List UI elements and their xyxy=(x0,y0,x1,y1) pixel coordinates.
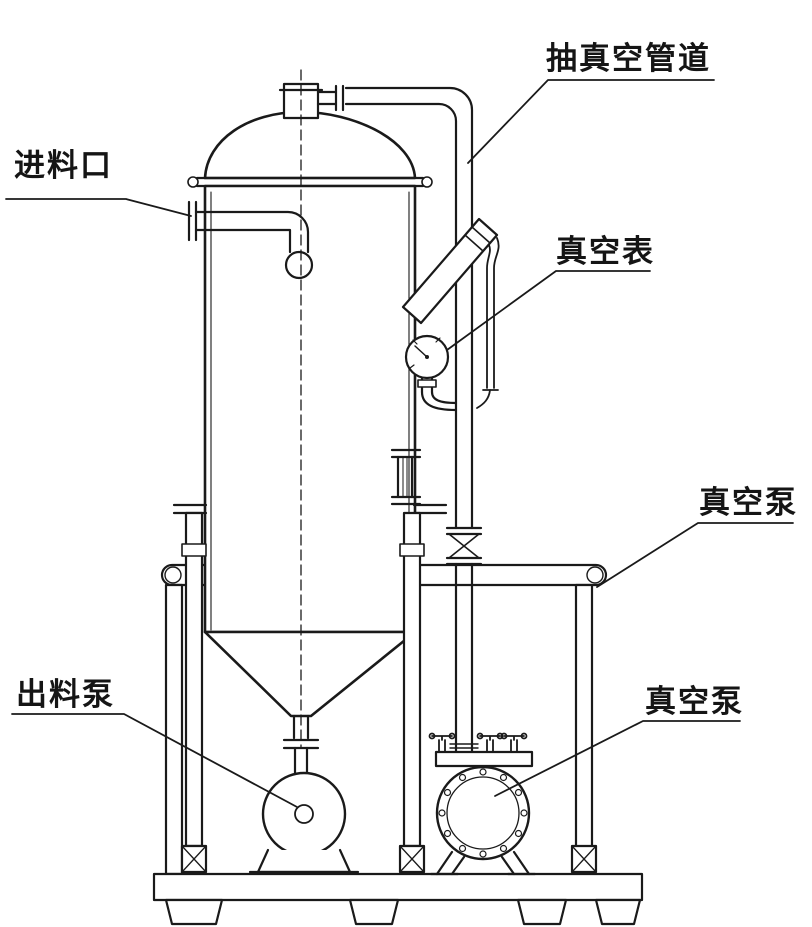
leader-discharge-pump xyxy=(11,713,298,808)
spray-ball xyxy=(284,250,314,280)
label-discharge-pump: 出料泵 xyxy=(16,677,115,712)
tank xyxy=(187,110,433,718)
tank-dome xyxy=(203,110,417,180)
base-feet xyxy=(164,898,642,926)
sight-glass xyxy=(390,448,422,506)
top-nozzle xyxy=(278,82,345,120)
pump-flange-bolts xyxy=(438,768,528,858)
leader-vacuum-gauge xyxy=(446,270,651,351)
gauge-needle xyxy=(414,345,428,358)
base-slab xyxy=(152,872,644,902)
label-vacuum-pump-lower: 真空泵 xyxy=(645,684,744,719)
feed-inlet-pipe xyxy=(187,200,314,280)
leader-lines xyxy=(5,79,794,808)
label-vacuum-gauge: 真空表 xyxy=(556,234,655,269)
leader-vacuum-pump-lower xyxy=(494,720,741,797)
leader-vacuum-pump-upper xyxy=(596,522,794,588)
vacuum-gauge-assembly xyxy=(404,334,458,412)
tank-body xyxy=(203,184,417,634)
leader-feed-inlet xyxy=(5,198,192,217)
tank-cone xyxy=(203,630,417,718)
pipeline-valve xyxy=(445,526,483,566)
overflow-pipe xyxy=(476,237,500,409)
discharge-pump-body xyxy=(248,714,360,874)
label-feed-inlet: 进料口 xyxy=(14,148,113,183)
angled-nozzle xyxy=(401,217,499,325)
vacuum-pipeline-pipe xyxy=(344,86,534,768)
manifold-valve-handles xyxy=(428,732,528,753)
label-vacuum-pump-upper: 真空泵 xyxy=(699,485,798,520)
leader-vacuum-pipeline xyxy=(467,79,715,164)
tank-legs xyxy=(172,503,448,874)
pump-manifold xyxy=(434,750,534,768)
label-vacuum-pipeline: 抽真空管道 xyxy=(546,41,711,76)
